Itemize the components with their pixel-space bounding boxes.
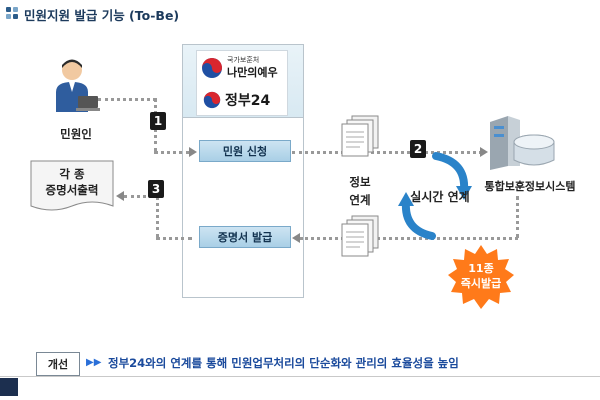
- four-square-grid-icon: [6, 7, 18, 19]
- apply-button[interactable]: 민원 신청: [199, 140, 291, 162]
- ministry-name: 국가보훈처: [227, 56, 260, 64]
- connector-line: [124, 195, 158, 198]
- divider: [0, 376, 600, 377]
- connector-line: [300, 237, 518, 240]
- arrow-right-icon: [189, 147, 197, 157]
- connector-line: [156, 237, 192, 240]
- citizen-label: 민원인: [60, 127, 92, 141]
- system-label: 통합보훈정보시스템: [484, 180, 576, 193]
- arrow-right-icon: [480, 147, 488, 157]
- gov24-emblem-icon: [203, 91, 221, 109]
- document-stack-icon: [341, 215, 379, 257]
- document-icon: [30, 160, 114, 211]
- person-at-laptop-icon: [56, 59, 100, 112]
- output-label-line1: 각 종: [59, 167, 85, 181]
- step-badge-2: 2: [410, 140, 426, 158]
- arrow-left-icon: [116, 191, 124, 201]
- page-title: 민원지원 발급 기능 (To-Be): [24, 8, 180, 23]
- document-stack-icon: [341, 115, 379, 157]
- portal-logo-card: 국가보훈처 나만의예우 정부24: [196, 50, 288, 116]
- improvement-tag: 개선: [36, 352, 80, 376]
- connector-line: [156, 196, 159, 238]
- connector-line: [292, 151, 482, 154]
- connector-line: [516, 196, 519, 238]
- server-database-icon: [490, 116, 555, 170]
- starburst-badge: [448, 245, 514, 309]
- connector-line: [98, 98, 156, 101]
- service-name: 나만의예우: [227, 66, 278, 79]
- corner-block: [0, 378, 18, 396]
- connector-line: [154, 151, 190, 154]
- circular-sync-arrows-icon: [398, 152, 472, 240]
- step-badge-3: 3: [148, 180, 164, 198]
- arrow-left-icon: [292, 233, 300, 243]
- gov24-name: 정부24: [225, 93, 271, 109]
- badge-line2: 즉시발급: [460, 277, 502, 290]
- badge-line1: 11종: [468, 262, 494, 275]
- taegeuk-emblem-icon: [202, 58, 222, 78]
- double-arrow-icon: ▶▶: [86, 357, 102, 368]
- realtime-link-label: 실시간 연계: [410, 190, 470, 204]
- issue-certificate-button[interactable]: 증명서 발급: [199, 226, 291, 248]
- output-label-line2: 증명서출력: [45, 183, 99, 197]
- improvement-text: 정부24와의 연계를 통해 민원업무처리의 단순화와 관리의 효율성을 높임: [108, 356, 459, 370]
- step-badge-1: 1: [150, 112, 166, 130]
- info-link-line2: 연계: [349, 193, 371, 207]
- info-link-line1: 정보: [349, 175, 371, 189]
